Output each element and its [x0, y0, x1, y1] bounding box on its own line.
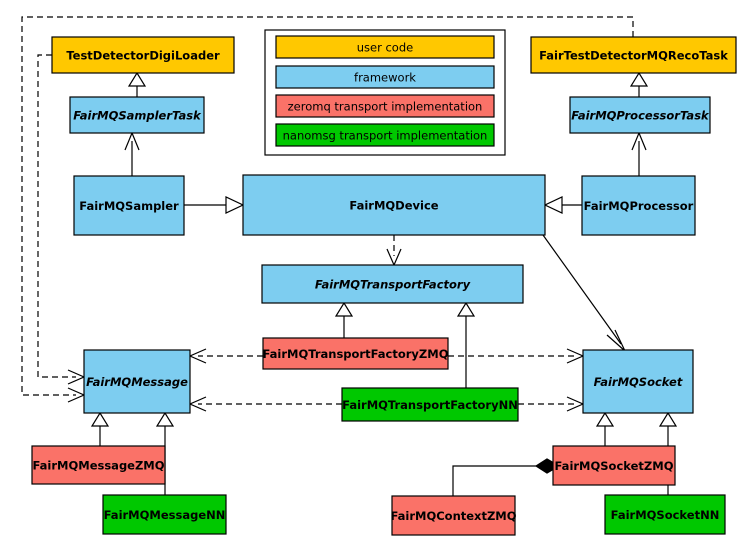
- class-node-FairMQTransportFactoryNN[interactable]: FairMQTransportFactoryNN: [341, 387, 519, 422]
- class-node-FairMQTransportFactoryZMQ[interactable]: FairMQTransportFactoryZMQ: [262, 337, 449, 370]
- legend-swatch-user-code: [275, 35, 495, 59]
- class-node-FairMQSamplerTask[interactable]: FairMQSamplerTask: [69, 96, 205, 134]
- edge-factorynn-creates-message: [188, 396, 342, 412]
- class-name-FairMQSampler: FairMQSampler: [79, 199, 179, 213]
- class-box-FairTestDetectorMQRecoTask[interactable]: [530, 36, 737, 74]
- edge-factoryzmq-creates-socket: [448, 348, 585, 364]
- class-node-FairMQMessageNN[interactable]: FairMQMessageNN: [102, 494, 227, 535]
- class-box-FairMQContextZMQ[interactable]: [391, 495, 516, 536]
- class-box-FairMQSampler[interactable]: [73, 175, 185, 236]
- legend-panel: user code framework zeromq transport imp…: [264, 29, 506, 156]
- edge-sampler-uses-samplertask: [124, 131, 140, 176]
- edge-device-depends-transportfactory: [386, 235, 402, 267]
- class-name-FairMQSocketZMQ: FairMQSocketZMQ: [555, 459, 674, 473]
- legend-swatch-zeromq: [275, 94, 495, 118]
- class-node-TestDetectorDigiLoader[interactable]: TestDetectorDigiLoader: [51, 36, 235, 74]
- class-name-FairMQTransportFactory: FairMQTransportFactory: [315, 278, 471, 292]
- class-name-FairTestDetectorMQRecoTask: FairTestDetectorMQRecoTask: [539, 49, 728, 63]
- legend-swatch-framework: [275, 65, 495, 89]
- legend-item-zeromq: zeromq transport implementation: [275, 94, 495, 118]
- edges-layer: [21, 16, 678, 496]
- legend-item-user-code: user code: [275, 35, 495, 59]
- class-name-FairMQSocket: FairMQSocket: [594, 375, 683, 389]
- edge-factorynn-creates-socket: [518, 396, 585, 412]
- class-box-FairMQProcessorTask[interactable]: [569, 96, 711, 134]
- class-node-FairMQSocketZMQ[interactable]: FairMQSocketZMQ: [552, 445, 676, 486]
- class-box-FairMQSocketZMQ[interactable]: [552, 445, 676, 486]
- edge-processor-uses-processortask: [631, 131, 647, 176]
- edge-socketzmq-inherits-socket: [595, 411, 615, 446]
- class-name-FairMQTransportFactoryZMQ: FairMQTransportFactoryZMQ: [262, 347, 448, 361]
- class-name-FairMQContextZMQ: FairMQContextZMQ: [390, 509, 516, 523]
- class-box-FairMQTransportFactoryZMQ[interactable]: [262, 337, 449, 370]
- class-node-FairMQDevice[interactable]: FairMQDevice: [242, 174, 546, 236]
- class-node-FairMQSocket[interactable]: FairMQSocket: [582, 349, 694, 414]
- class-box-FairMQSocket[interactable]: [582, 349, 694, 414]
- edge-sampler-inherits-device: [184, 196, 245, 214]
- edge-samplertask-inherits-digiloader: [127, 71, 147, 97]
- class-name-FairMQProcessorTask: FairMQProcessorTask: [571, 109, 710, 123]
- class-node-FairTestDetectorMQRecoTask[interactable]: FairTestDetectorMQRecoTask: [530, 36, 737, 74]
- edge-factoryzmq-inherits-factory: [334, 301, 354, 338]
- edge-device-association-socket: [542, 234, 626, 352]
- class-box-FairMQMessageNN[interactable]: [102, 494, 227, 535]
- legend-swatch-nanomsg: [275, 123, 495, 147]
- class-node-FairMQMessage[interactable]: FairMQMessage: [83, 349, 191, 414]
- edge-processortask-inherits-recotask: [629, 71, 649, 97]
- class-name-FairMQTransportFactoryNN: FairMQTransportFactoryNN: [342, 398, 518, 412]
- class-name-FairMQSamplerTask: FairMQSamplerTask: [73, 109, 202, 123]
- legend-label-user-code: user code: [357, 41, 413, 55]
- class-node-FairMQSampler[interactable]: FairMQSampler: [73, 175, 185, 236]
- class-name-FairMQMessageZMQ: FairMQMessageZMQ: [32, 459, 164, 473]
- class-node-FairMQProcessorTask[interactable]: FairMQProcessorTask: [569, 96, 711, 134]
- class-box-FairMQMessageZMQ[interactable]: [31, 445, 166, 485]
- class-box-FairMQTransportFactoryNN[interactable]: [341, 387, 519, 422]
- class-node-FairMQContextZMQ[interactable]: FairMQContextZMQ: [390, 495, 517, 536]
- class-name-FairMQMessage: FairMQMessage: [86, 375, 188, 389]
- legend-label-framework: framework: [354, 71, 416, 85]
- class-name-FairMQMessageNN: FairMQMessageNN: [104, 508, 226, 522]
- edge-messagezmq-inherits-message: [90, 411, 110, 446]
- class-box-TestDetectorDigiLoader[interactable]: [51, 36, 235, 74]
- class-box-FairMQProcessor[interactable]: [581, 175, 696, 236]
- class-box-FairMQTransportFactory[interactable]: [261, 264, 524, 304]
- class-name-TestDetectorDigiLoader: TestDetectorDigiLoader: [66, 49, 220, 63]
- legend-item-framework: framework: [275, 65, 495, 89]
- class-box-FairMQMessage[interactable]: [83, 349, 191, 414]
- edge-factoryzmq-creates-message: [188, 348, 263, 364]
- class-box-FairMQSamplerTask[interactable]: [69, 96, 205, 134]
- class-node-FairMQProcessor[interactable]: FairMQProcessor: [581, 175, 696, 236]
- edge-socketzmq-composes-contextzmq: [452, 458, 561, 496]
- class-name-FairMQDevice: FairMQDevice: [349, 199, 438, 213]
- legend-item-nanomsg: nanomsg transport implementation: [275, 123, 495, 147]
- class-node-FairMQTransportFactory[interactable]: FairMQTransportFactory: [261, 264, 524, 304]
- nodes-layer: TestDetectorDigiLoader FairTestDetectorMQ…: [31, 36, 737, 536]
- legend-label-nanomsg: nanomsg transport implementation: [283, 129, 488, 143]
- class-node-FairMQSocketNN[interactable]: FairMQSocketNN: [604, 494, 726, 535]
- class-name-FairMQProcessor: FairMQProcessor: [584, 199, 694, 213]
- class-node-FairMQMessageZMQ[interactable]: FairMQMessageZMQ: [31, 445, 166, 485]
- legend-label-zeromq: zeromq transport implementation: [288, 100, 483, 114]
- class-box-FairMQSocketNN[interactable]: [604, 494, 726, 535]
- class-box-FairMQDevice[interactable]: [242, 174, 546, 236]
- edge-factorynn-inherits-factory: [456, 301, 476, 388]
- class-name-FairMQSocketNN: FairMQSocketNN: [611, 508, 720, 522]
- edge-processor-inherits-device: [543, 196, 582, 214]
